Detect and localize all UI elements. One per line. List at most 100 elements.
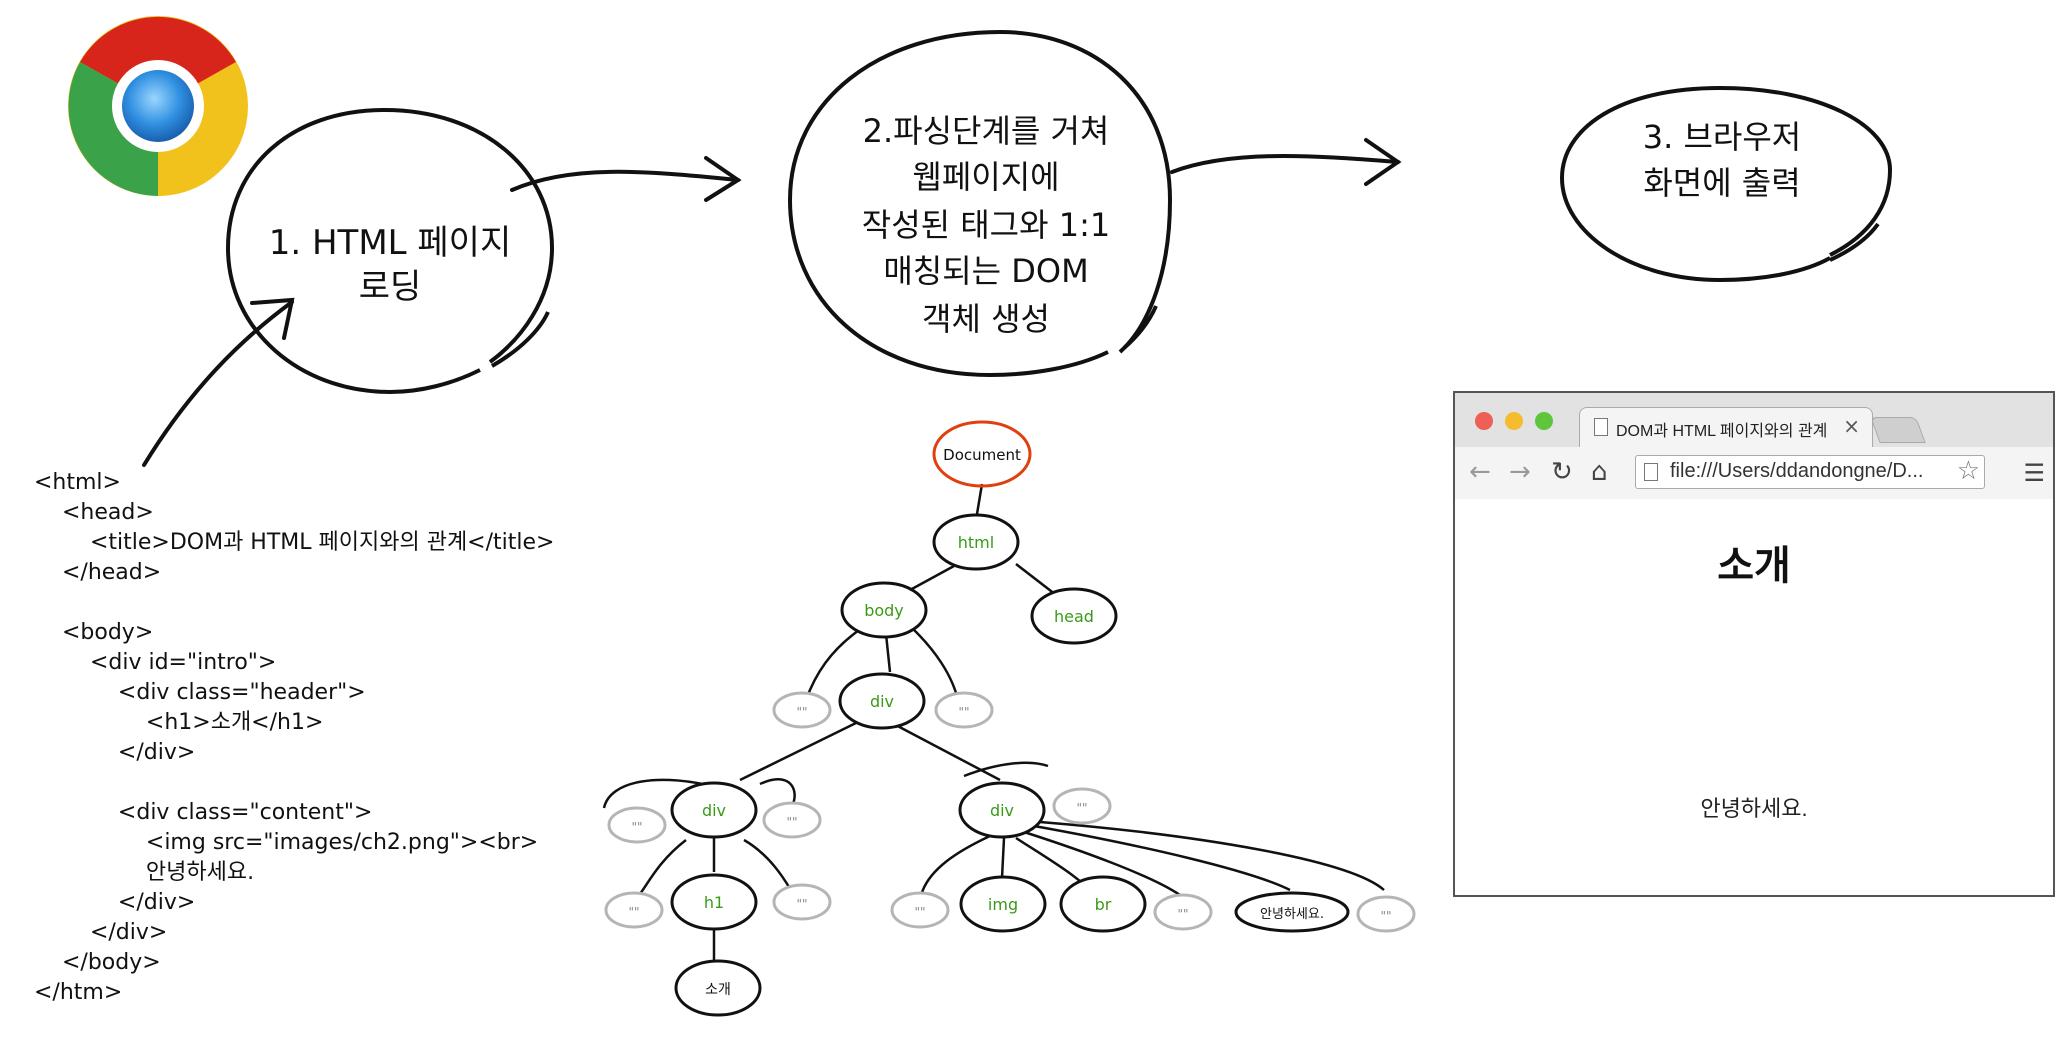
arrow-step1-to-step2 [510,156,742,202]
step-2-line-5: 객체 생성 [922,300,1050,338]
url-text: file:///Users/ddandongne/D... [1670,460,1924,482]
tree-node-content-text: 안녕하세요. [1234,891,1350,933]
window-maximize-button[interactable] [1535,412,1553,430]
chrome-logo-icon [68,16,248,196]
code-line: </htm> [34,980,123,1005]
code-line [34,768,594,798]
tree-node-empty-label: "" [1380,909,1391,923]
tree-node-div-intro-label: div [870,692,894,711]
code-line: <html> [34,470,121,495]
dom-tree-edges [602,483,1385,964]
tree-node-h1-text-label: 소개 [705,982,731,998]
tree-node-br: br [1059,875,1147,933]
tree-node-empty-text: "" [762,801,822,839]
code-line: <body> [34,620,154,645]
step-3-bubble: 3. 브라우저 화면에 출력 [1559,85,1893,283]
tree-node-document-label: Document [943,446,1021,464]
step-2-line-4: 매칭되는 DOM [883,252,1088,290]
tree-node-empty-text: "" [772,883,832,921]
back-icon[interactable]: ← [1469,457,1491,487]
code-line: <div id="intro"> [34,650,277,675]
tree-node-h1: h1 [670,873,758,931]
forward-icon[interactable]: → [1509,457,1531,487]
page-icon [1644,463,1658,481]
address-bar[interactable]: file:///Users/ddandongne/D... ☆ [1635,455,1985,489]
tree-node-h1-label: h1 [704,893,724,912]
page-icon [1594,418,1608,436]
step-2-bubble: 2.파싱단계를 거쳐 웹페이지에 작성된 태그와 1:1 매칭되는 DOM 객체… [787,29,1173,378]
tree-node-empty-label: "" [914,905,925,919]
tree-node-empty-text: "" [772,691,832,729]
tab-title: DOM과 HTML 페이지와의 관계 [1616,423,1828,440]
tree-node-empty-label: "" [958,705,969,719]
page-viewport: 소개 안녕하세요. [1455,499,2053,895]
code-line: <head> [34,500,154,525]
tree-node-head: head [1030,587,1118,645]
code-line: <h1>소개</h1> [34,710,324,735]
home-icon[interactable]: ⌂ [1591,457,1608,487]
code-line: </body> [34,950,161,975]
tree-node-empty-label: "" [631,820,642,834]
tree-node-empty-label: "" [796,897,807,911]
tree-node-div-content-label: div [990,801,1014,820]
tree-node-empty-label: "" [786,815,797,829]
tree-node-h1-text: 소개 [674,959,762,1017]
close-icon[interactable]: × [1843,414,1860,438]
code-line: <div class="content"> [34,800,373,825]
arrow-step2-to-step3 [1170,138,1402,186]
code-line [34,588,594,618]
tree-node-html: html [932,513,1020,571]
step-3-line-2: 화면에 출력 [1643,164,1800,202]
code-line: </div> [34,890,196,915]
tree-node-html-label: html [958,533,994,552]
new-tab-button[interactable] [1870,417,1926,443]
window-minimize-button[interactable] [1505,412,1523,430]
html-code-listing: <html> <head> <title>DOM과 HTML 페이지와의 관계<… [34,468,594,1008]
tree-node-div-header-label: div [702,801,726,820]
browser-toolbar: ← → ↻ ⌂ file:///Users/ddandongne/D... ☆ … [1455,447,2053,500]
tree-node-div-header: div [670,781,758,839]
menu-icon[interactable]: ☰ [2023,459,2045,487]
tree-node-empty-label: "" [796,705,807,719]
step-2-line-3: 작성된 태그와 1:1 [862,206,1110,244]
code-line: </div> [34,740,196,765]
tree-node-empty-text: "" [1153,893,1213,931]
tree-node-empty-text: "" [934,691,994,729]
step-2-line-1: 2.파싱단계를 거쳐 [863,112,1110,150]
step-1-line-1: 1. HTML 페이지 [269,223,512,263]
tree-node-div-content: div [958,781,1046,839]
code-line: <title>DOM과 HTML 페이지와의 관계</title> [34,530,555,555]
browser-window: DOM과 HTML 페이지와의 관계 × ← → ↻ ⌂ file:///Use… [1453,391,2055,897]
tree-node-empty-label: "" [1177,907,1188,921]
browser-tab-bar: DOM과 HTML 페이지와의 관계 × [1455,393,2053,447]
tree-node-empty-text: "" [607,806,667,844]
star-icon[interactable]: ☆ [1956,456,1980,486]
tree-node-empty-text: "" [890,891,950,929]
tree-node-empty-label: "" [628,905,639,919]
step-1-line-2: 로딩 [359,267,422,307]
step-1-bubble: 1. HTML 페이지 로딩 [225,107,555,395]
window-close-button[interactable] [1475,412,1493,430]
tree-node-img: img [959,875,1047,933]
tree-node-body: body [840,581,928,639]
tree-node-empty-text: "" [1356,895,1416,933]
dom-tree: Document html body head "" div "" "" [604,420,1416,1017]
arrow-code-to-step1 [142,297,295,467]
step-3-line-1: 3. 브라우저 [1643,118,1801,156]
tree-node-document: Document [932,420,1032,488]
code-line: </div> [34,920,168,945]
tree-node-div-intro: div [838,672,926,730]
code-line: <div class="header"> [34,680,366,705]
tree-node-empty-text: "" [604,891,664,929]
tree-node-empty-label: "" [1076,801,1087,815]
tree-node-body-label: body [864,601,904,620]
tree-node-img-label: img [988,895,1018,914]
step-2-line-2: 웹페이지에 [912,158,1059,196]
code-line: <img src="images/ch2.png"><br> [34,830,539,855]
tree-node-empty-text: "" [1052,787,1112,825]
reload-icon[interactable]: ↻ [1551,457,1573,487]
code-line: </head> [34,560,162,585]
tree-node-content-text-label: 안녕하세요. [1260,907,1324,922]
code-line: 안녕하세요. [34,860,255,885]
browser-tab[interactable]: DOM과 HTML 페이지와의 관계 × [1579,407,1873,447]
